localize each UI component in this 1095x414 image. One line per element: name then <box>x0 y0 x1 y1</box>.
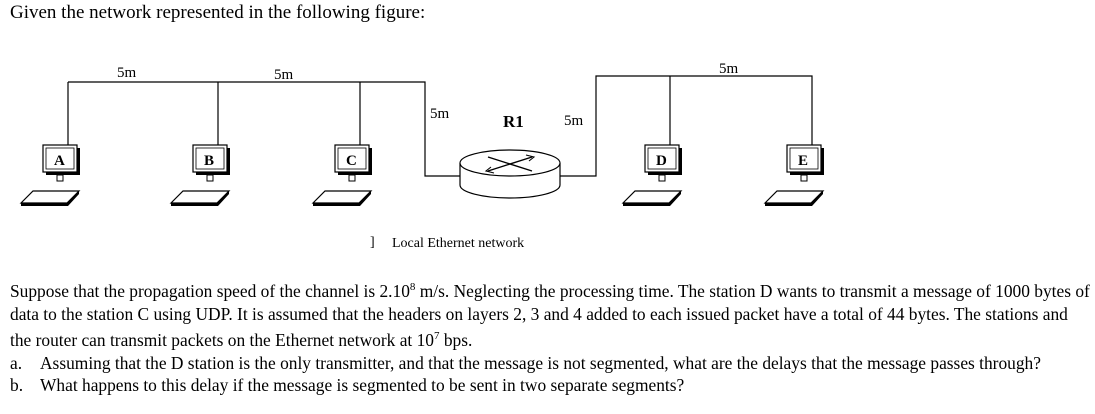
right-bus-line <box>560 75 813 177</box>
network-figure: A B C D E 5m 5m 5m 5m 5m R1 ] Local Ethernet… <box>0 45 1095 260</box>
left-bus-line <box>68 81 460 177</box>
legend-text: Local Ethernet network <box>392 236 524 251</box>
question-b: b. What happens to this delay if the mes… <box>10 375 685 396</box>
station-a-computer-icon: A <box>19 144 81 206</box>
station-e-computer-icon: E <box>763 144 825 206</box>
station-label-c: C <box>346 153 357 169</box>
router-r1 <box>459 149 561 199</box>
station-label-a: A <box>54 153 65 169</box>
heading: Given the network represented in the fol… <box>10 2 426 23</box>
question-a: a. Assuming that the D station is the on… <box>10 352 1041 373</box>
router-cross-icon <box>487 156 533 172</box>
station-label-b: B <box>204 153 214 169</box>
network-diagram: A B C D E 5m 5m 5m 5m 5m R1 ] Local Ethernet… <box>19 61 825 251</box>
station-b-computer-icon: B <box>169 144 231 206</box>
station-c-computer-icon: C <box>311 144 373 206</box>
stations-group: A B C D E <box>19 144 825 206</box>
station-label-e: E <box>798 153 808 169</box>
legend-mark: ] <box>370 235 375 250</box>
station-label-d: D <box>656 153 667 169</box>
segment-label-2: 5m <box>274 67 294 83</box>
station-d-computer-icon: D <box>621 144 683 206</box>
segment-label-5: 5m <box>719 61 739 77</box>
problem-intro: Suppose that the propagation speed of th… <box>10 280 1090 350</box>
segment-label-3: 5m <box>430 106 450 122</box>
problem-body: Suppose that the propagation speed of th… <box>10 276 1090 397</box>
segment-label-1: 5m <box>117 65 137 81</box>
segment-label-4: 5m <box>564 113 584 129</box>
router-label: R1 <box>503 112 524 131</box>
